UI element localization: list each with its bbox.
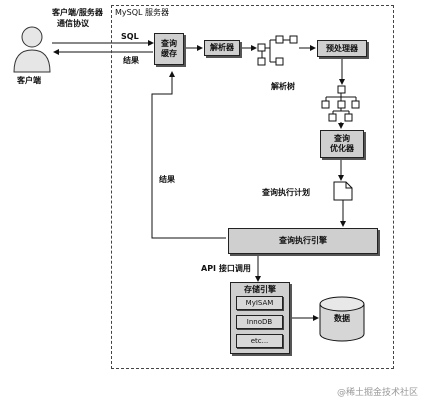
client-label: 客户端 <box>17 76 41 85</box>
query-cache-label-2: 缓存 <box>161 49 177 58</box>
exec-plan-label: 查询执行计划 <box>262 188 310 197</box>
server-title: MySQL 服务器 <box>115 8 170 17</box>
parser-box: 解析器 <box>204 40 240 56</box>
optimizer-box: 查询 优化器 <box>320 130 364 158</box>
result-label-left: 结果 <box>159 175 175 184</box>
protocol-label-1: 客户端/服务器 <box>52 8 103 17</box>
mysql-server-frame <box>111 5 394 369</box>
parse-tree-icon <box>257 35 298 66</box>
result-arrow-left <box>151 71 226 239</box>
sql-label: SQL <box>121 32 139 41</box>
optimizer-label-2: 优化器 <box>330 144 354 153</box>
engine-innodb-label: InnoDB <box>246 318 273 326</box>
client-person-icon <box>13 26 51 73</box>
result-label-top: 结果 <box>123 56 139 65</box>
data-label: 数据 <box>334 314 350 323</box>
parse-tree-2-icon <box>321 85 360 122</box>
engine-myisam-label: MyISAM <box>245 299 274 307</box>
api-call-label: API 接口调用 <box>201 264 251 273</box>
engine-etc-label: etc... <box>250 337 269 345</box>
parser-label: 解析器 <box>210 43 234 52</box>
protocol-label-2: 通信协议 <box>57 19 89 28</box>
engine-innodb-box: InnoDB <box>236 315 283 329</box>
storage-engine-label: 存储引擎 <box>244 285 276 294</box>
optimizer-label-1: 查询 <box>334 134 350 143</box>
preprocessor-label: 预处理器 <box>326 43 358 53</box>
watermark: @稀土掘金技术社区 <box>336 388 418 398</box>
engine-myisam-box: MyISAM <box>236 296 283 310</box>
parse-tree-label: 解析树 <box>271 82 295 91</box>
plan-document-icon <box>333 181 353 201</box>
execution-engine-label: 查询执行引擎 <box>279 236 327 245</box>
query-cache-box: 查询 缓存 <box>154 33 184 65</box>
engine-etc-box: etc... <box>236 334 283 348</box>
execution-engine-box: 查询执行引擎 <box>228 228 378 254</box>
query-cache-label-1: 查询 <box>161 39 177 48</box>
preprocessor-box: 预处理器 <box>317 40 367 57</box>
data-cylinder-icon <box>319 296 365 342</box>
